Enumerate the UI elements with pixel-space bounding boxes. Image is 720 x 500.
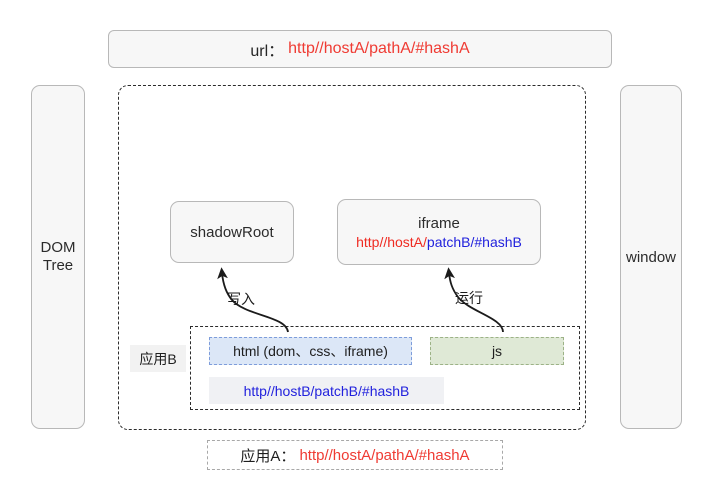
application-a-caption-value: http//hostA/pathA/#hashA [299, 446, 470, 464]
window-box: window [620, 85, 682, 429]
run-arrow-label: 运行 [455, 290, 483, 306]
application-b-url: http//hostB/patchB/#hashB [209, 377, 444, 404]
application-b-tag: 应用B [130, 345, 186, 372]
js-resource-label: js [491, 343, 503, 359]
application-b-url-label: http//hostB/patchB/#hashB [243, 382, 410, 399]
application-a-caption-label: 应用A： [240, 447, 296, 465]
shadow-root-box: shadowRoot [170, 201, 294, 263]
html-resource-box: html (dom、css、iframe) [209, 337, 412, 365]
application-a-container [118, 85, 586, 430]
iframe-url-host: http//hostA/ [356, 233, 427, 250]
write-arrow-label: 写入 [227, 291, 255, 307]
window-label: window [625, 248, 677, 266]
url-bar-value: http//hostA/pathA/#hashA [288, 40, 470, 57]
js-resource-box: js [430, 337, 564, 365]
html-resource-label: html (dom、css、iframe) [233, 343, 388, 359]
dom-tree-label-line1: DOM [40, 239, 76, 256]
iframe-title: iframe [418, 214, 460, 232]
application-b-tag-label: 应用B [139, 350, 177, 367]
iframe-url: http//hostA/patchB/#hashB [356, 234, 522, 250]
iframe-url-path: patchB/#hashB [426, 233, 522, 250]
url-bar: url： http//hostA/pathA/#hashA [108, 30, 612, 68]
application-a-caption: 应用A： http//hostA/pathA/#hashA [207, 440, 503, 470]
dom-tree-label-line2: Tree [42, 257, 74, 274]
application-b-container [190, 326, 580, 410]
iframe-box: iframe http//hostA/patchB/#hashB [337, 199, 541, 265]
shadow-root-label: shadowRoot [190, 223, 274, 241]
dom-tree-box: DOM Tree [31, 85, 85, 429]
url-bar-label: url： [250, 43, 285, 60]
